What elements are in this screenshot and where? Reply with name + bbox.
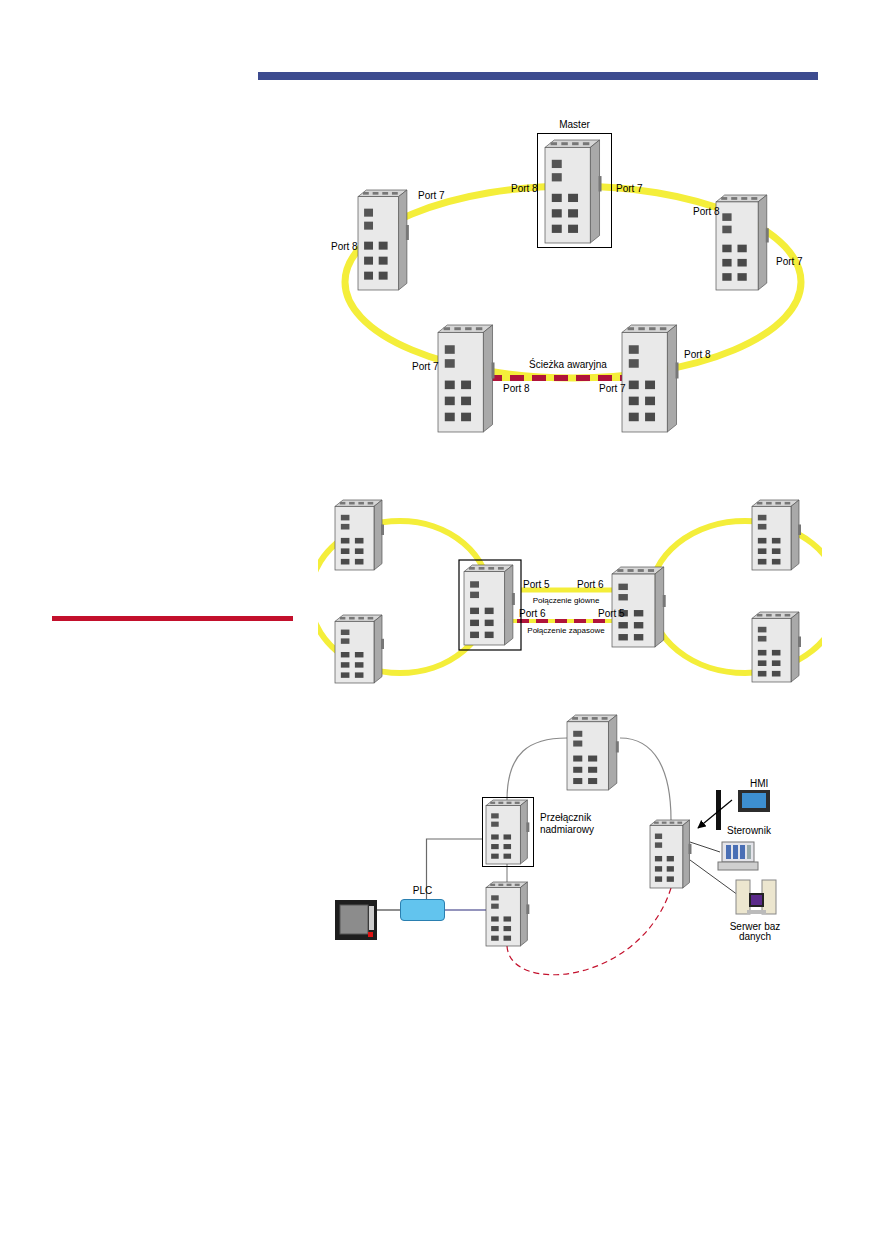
switch-icon <box>752 500 801 570</box>
redundant-switch-frame: Przełącznik nadmiarowy <box>482 797 534 867</box>
network-cable <box>427 839 483 899</box>
port-label: Port 8 <box>684 350 711 360</box>
device-label: HMI <box>750 779 768 789</box>
port-label: Port 8 <box>503 384 530 394</box>
port-label: Port 7 <box>418 191 445 201</box>
switch-icon <box>464 565 515 645</box>
switch-icon <box>716 195 769 290</box>
device-wire <box>690 842 720 852</box>
port-label: Port 7 <box>599 384 626 394</box>
port-label: Port 7 <box>412 362 439 372</box>
node-label: PLC <box>413 885 432 897</box>
backup-path <box>507 888 671 975</box>
plc-device: PLC <box>400 899 445 921</box>
port-label: Port 8 <box>511 184 538 194</box>
controller-icon <box>718 842 758 870</box>
plc-wire <box>445 909 486 910</box>
backup-link-dash <box>498 619 630 623</box>
panel-wire <box>377 909 400 910</box>
switch-icon <box>650 820 691 888</box>
header-bar <box>258 72 818 80</box>
switch-icon <box>335 615 384 683</box>
port-label: Port 7 <box>776 257 803 267</box>
switch-icon <box>486 800 529 864</box>
coupler-frame <box>459 560 521 650</box>
backup-link <box>498 619 630 623</box>
switch-icon <box>567 715 619 790</box>
backup-path-dash <box>488 375 628 381</box>
ring-line <box>507 738 567 800</box>
master-frame: Master <box>537 133 612 248</box>
switch-icon <box>612 567 666 647</box>
switch-icon <box>752 612 801 682</box>
port-label: Port 7 <box>616 184 643 194</box>
switch-icon <box>335 500 384 570</box>
side-bar <box>52 616 293 621</box>
ring-line <box>620 738 671 820</box>
port-label: Port 8 <box>693 207 720 217</box>
server-icon <box>736 880 776 914</box>
switch-icon <box>358 190 409 290</box>
port-label: Port 5 <box>598 609 625 619</box>
backup-path <box>488 375 628 381</box>
device-label: Serwer baz danych <box>724 922 786 942</box>
switch-icon <box>438 325 495 432</box>
path-label: Połączenie zapasowe <box>527 627 604 635</box>
port-label: Port 8 <box>331 242 358 252</box>
ring-line <box>345 186 801 378</box>
switch-icon <box>622 325 679 432</box>
operator-panel <box>335 900 377 940</box>
path-label: Ścieżka awaryjna <box>529 360 607 370</box>
switch-icon <box>486 882 529 946</box>
hmi-icon <box>698 790 770 830</box>
path-label: Połączenie główne <box>533 597 600 605</box>
port-label: Port 6 <box>577 580 604 590</box>
device-label: Sterownik <box>727 826 771 836</box>
node-label: Przełącznik nadmiarowy <box>540 812 610 835</box>
port-label: Port 6 <box>519 609 546 619</box>
switch-icon <box>545 140 602 243</box>
port-label: Port 5 <box>523 580 550 590</box>
node-label: Master <box>559 119 590 131</box>
